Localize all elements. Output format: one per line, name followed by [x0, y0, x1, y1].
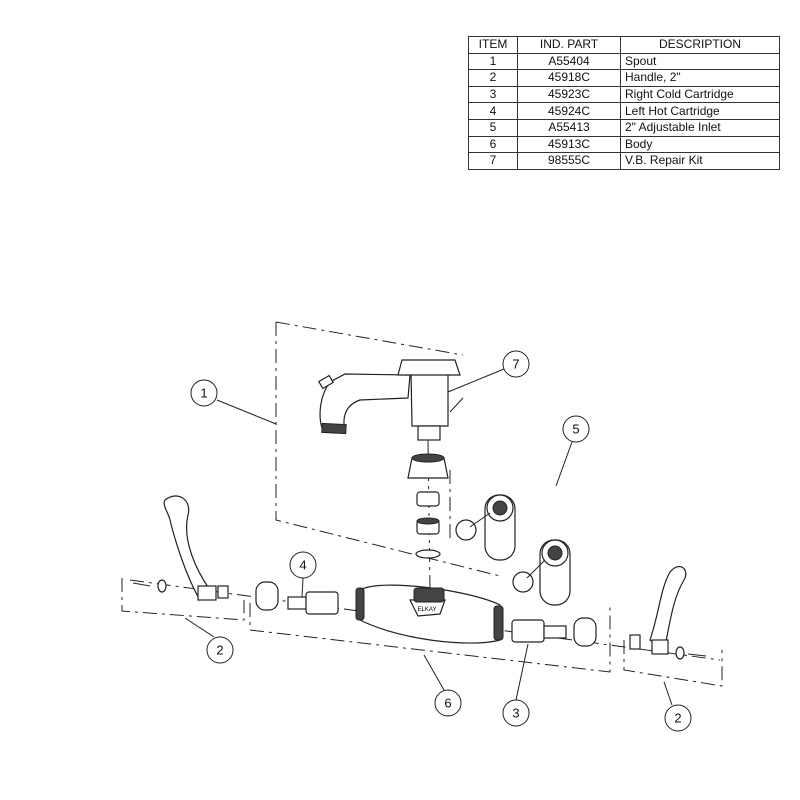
hot-cartridge-part: [255, 581, 339, 615]
description-cell: Left Hot Cartridge: [620, 102, 780, 120]
svg-text:2: 2: [674, 711, 681, 726]
spout-part: [317, 359, 464, 441]
description-cell: Handle, 2": [620, 69, 780, 87]
svg-text:3: 3: [512, 706, 519, 721]
left-handle-group-outline: [121, 578, 245, 621]
vertical-axis-line: [427, 439, 431, 591]
adjustable-inlet-parts: [455, 494, 571, 606]
body-part: ELKAY: [355, 584, 504, 644]
left-handle-part: [132, 495, 229, 601]
description-cell: 2" Adjustable Inlet: [620, 118, 780, 137]
svg-text:2: 2: [216, 643, 223, 658]
callout-repair-kit: 7: [502, 350, 530, 378]
cold-cartridge-part: [511, 617, 597, 647]
body-logo: ELKAY: [418, 607, 437, 613]
svg-text:1: 1: [200, 386, 207, 401]
repair-kit-parts: [407, 453, 449, 559]
spout-group-top: [275, 321, 464, 356]
svg-text:5: 5: [572, 422, 579, 437]
body-group-outline: [249, 603, 611, 673]
svg-text:7: 7: [512, 357, 519, 372]
description-cell: V.B. Repair Kit: [620, 152, 780, 170]
callout-handle-left: 2: [206, 636, 234, 664]
callout-body: 6: [434, 689, 462, 717]
part-number-cell: 45913C: [517, 135, 621, 154]
callout-handle-right: 2: [664, 704, 692, 732]
svg-text:4: 4: [299, 558, 306, 573]
pin: [449, 397, 464, 413]
svg-text:6: 6: [444, 696, 451, 711]
callout-inlet: 5: [562, 415, 590, 443]
right-handle-part: [629, 566, 707, 660]
callout-spout: 1: [190, 379, 218, 407]
right-handle-group-outline: [623, 640, 723, 687]
callout-cold-cartridge: 3: [502, 699, 530, 727]
part-number-cell: 98555C: [517, 152, 621, 170]
callout-hot-cartridge: 4: [289, 551, 317, 579]
leader-lines: [184, 368, 673, 706]
